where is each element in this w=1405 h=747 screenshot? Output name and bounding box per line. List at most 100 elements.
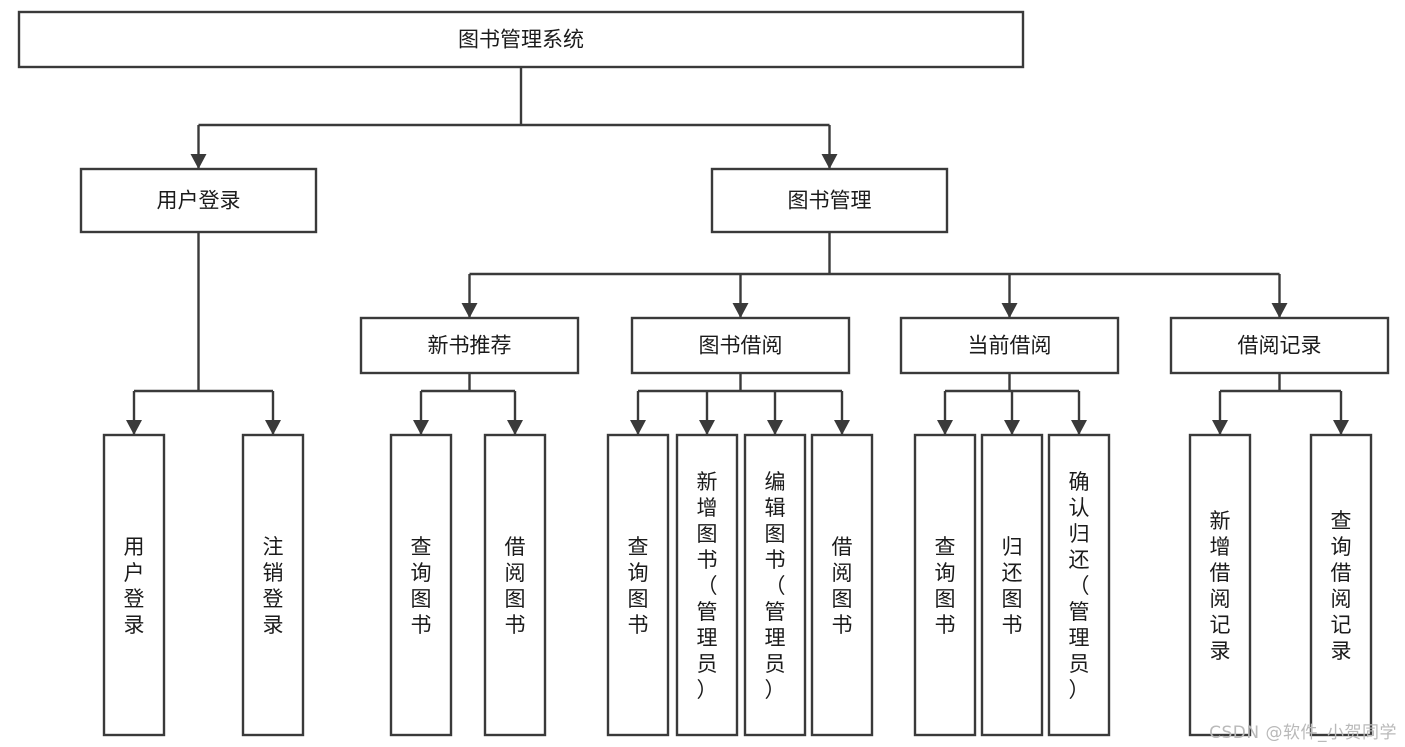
svg-text:查: 查 xyxy=(411,535,432,559)
watermark-label: CSDN @软件_小贺同学 xyxy=(1209,723,1397,743)
node-box xyxy=(359,316,580,375)
edge-layer xyxy=(126,67,1349,435)
svg-text:图: 图 xyxy=(935,587,956,611)
edge-arrowhead xyxy=(699,420,715,435)
svg-text:新: 新 xyxy=(1210,509,1231,533)
svg-text:书: 书 xyxy=(935,613,956,637)
svg-text:归: 归 xyxy=(1002,535,1023,559)
svg-text:借: 借 xyxy=(1331,561,1352,585)
node-new-book-recommend[interactable]: 新书推荐 xyxy=(359,316,580,375)
edge-arrowhead xyxy=(1001,303,1018,318)
svg-text:录: 录 xyxy=(124,613,145,637)
svg-text:书: 书 xyxy=(832,613,853,637)
svg-text:员: 员 xyxy=(765,652,786,676)
node-box xyxy=(675,433,739,737)
node-borrow-record[interactable]: 借阅记录 xyxy=(1169,316,1390,375)
edge-arrowhead xyxy=(1004,420,1020,435)
svg-text:询: 询 xyxy=(1331,535,1352,559)
node-box xyxy=(1047,433,1111,737)
node-box xyxy=(483,433,547,737)
svg-text:（: （ xyxy=(765,574,786,598)
edge-arrowhead xyxy=(834,420,850,435)
node-box xyxy=(710,167,949,234)
node-box xyxy=(810,433,874,737)
svg-text:阅: 阅 xyxy=(505,561,526,585)
node-label: 借阅记录 xyxy=(1238,334,1322,358)
edge-arrowhead xyxy=(1271,303,1288,318)
svg-text:借: 借 xyxy=(505,535,526,559)
svg-text:图: 图 xyxy=(628,587,649,611)
node-current-borrow[interactable]: 当前借阅 xyxy=(899,316,1120,375)
edge-arrowhead xyxy=(937,420,953,435)
node-label: 用户登录 xyxy=(124,535,145,637)
svg-text:登: 登 xyxy=(263,587,284,611)
node-box xyxy=(17,10,1025,69)
svg-text:）: ） xyxy=(765,678,786,702)
svg-text:书: 书 xyxy=(628,613,649,637)
svg-text:询: 询 xyxy=(935,561,956,585)
node-user-login[interactable]: 用户登录 xyxy=(79,167,318,234)
svg-text:书: 书 xyxy=(697,548,718,572)
node-box xyxy=(241,433,305,737)
node-box xyxy=(102,433,166,737)
svg-text:销: 销 xyxy=(263,561,284,585)
svg-text:查: 查 xyxy=(1331,509,1352,533)
svg-text:）: ） xyxy=(1069,678,1090,702)
svg-text:录: 录 xyxy=(1210,639,1231,663)
svg-text:编: 编 xyxy=(765,470,786,494)
node-label: 图书管理 xyxy=(788,189,872,213)
node-leaf-user-login[interactable]: 用户登录 xyxy=(102,433,166,737)
svg-text:理: 理 xyxy=(697,626,718,650)
node-box xyxy=(79,167,318,234)
node-box xyxy=(980,433,1044,737)
svg-text:借: 借 xyxy=(832,535,853,559)
svg-text:图: 图 xyxy=(832,587,853,611)
svg-text:记: 记 xyxy=(1210,613,1231,637)
svg-text:录: 录 xyxy=(263,613,284,637)
svg-text:增: 增 xyxy=(1210,535,1231,559)
edge-arrowhead xyxy=(507,420,523,435)
svg-text:询: 询 xyxy=(628,561,649,585)
svg-text:图: 图 xyxy=(765,522,786,546)
edge-arrowhead xyxy=(732,303,749,318)
svg-text:（: （ xyxy=(1069,574,1090,598)
edge-arrowhead xyxy=(190,154,207,169)
edge-arrowhead xyxy=(767,420,783,435)
svg-text:注: 注 xyxy=(263,535,284,559)
svg-text:员: 员 xyxy=(697,652,718,676)
svg-text:书: 书 xyxy=(765,548,786,572)
node-box xyxy=(630,316,851,375)
svg-text:登: 登 xyxy=(124,587,145,611)
node-root[interactable]: 图书管理系统 xyxy=(17,10,1025,69)
node-label: 新书推荐 xyxy=(428,334,512,358)
edge-arrowhead xyxy=(413,420,429,435)
svg-text:理: 理 xyxy=(1069,626,1090,650)
node-book-manage[interactable]: 图书管理 xyxy=(710,167,949,234)
svg-text:图: 图 xyxy=(1002,587,1023,611)
node-book-borrow[interactable]: 图书借阅 xyxy=(630,316,851,375)
svg-text:户: 户 xyxy=(124,561,145,585)
node-label: 图书管理系统 xyxy=(458,28,584,52)
svg-text:书: 书 xyxy=(1002,613,1023,637)
svg-text:新: 新 xyxy=(697,470,718,494)
